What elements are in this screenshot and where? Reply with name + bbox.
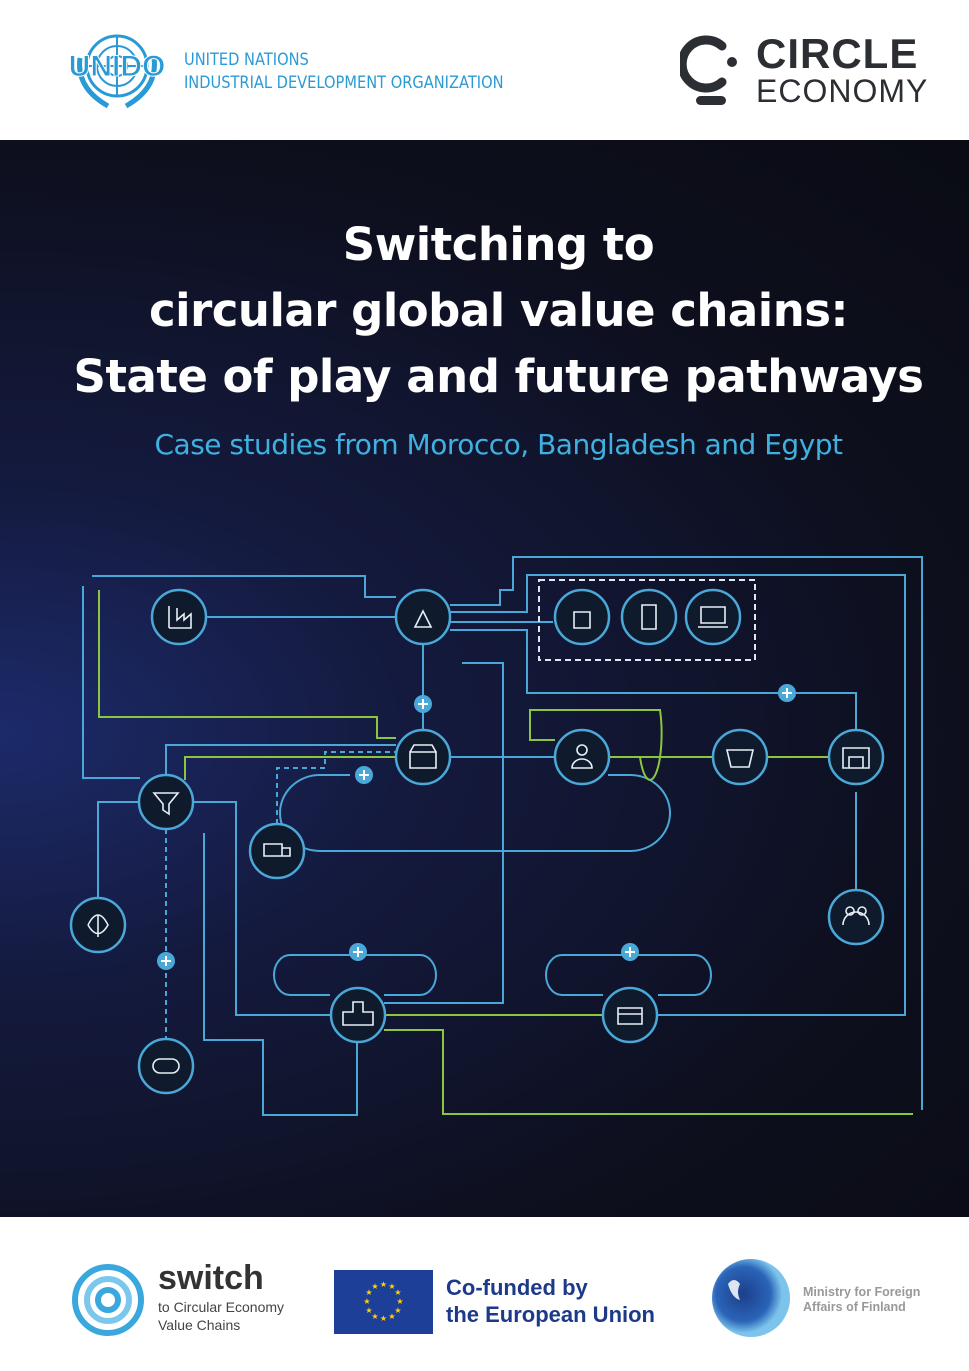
unido-name: UNITED NATIONS INDUSTRIAL DEVELOPMENT OR…	[184, 49, 504, 95]
svg-text:★: ★	[365, 1288, 372, 1297]
svg-text:★: ★	[394, 1288, 401, 1297]
unido-line1: UNITED NATIONS	[184, 50, 309, 70]
plus-markers	[157, 684, 796, 970]
svg-text:★: ★	[388, 1282, 395, 1291]
header: UNIDO UNITED NATIONS INDUSTRIAL DEVELOPM…	[0, 0, 969, 140]
eu-line2: the European Union	[446, 1302, 655, 1327]
title-line-3: State of play and future pathways	[73, 350, 924, 403]
svg-text:★: ★	[388, 1312, 395, 1321]
svg-text:★: ★	[371, 1282, 378, 1291]
cover-artwork	[0, 140, 969, 1217]
unido-line2: INDUSTRIAL DEVELOPMENT ORGANIZATION	[184, 73, 504, 93]
switch-name: switch to Circular Economy Value Chains	[158, 1258, 284, 1334]
blue-flows	[82, 556, 923, 1116]
svg-text:★: ★	[363, 1297, 370, 1306]
unido-emblem-icon: UNIDO	[68, 34, 166, 109]
svg-text:★: ★	[371, 1312, 378, 1321]
svg-text:★: ★	[394, 1306, 401, 1315]
node-glyphs	[87, 604, 870, 1074]
box-cycle-node-icon	[601, 986, 659, 1044]
svg-text:★: ★	[380, 1314, 387, 1323]
green-flows	[98, 590, 913, 1115]
more-node-icon	[137, 1037, 195, 1095]
svg-text:★: ★	[365, 1306, 372, 1315]
switch-title: switch	[158, 1259, 264, 1297]
finland-line2: Affairs of Finland	[803, 1300, 906, 1314]
svg-text:UNIDO: UNIDO	[69, 50, 166, 83]
eu-line1: Co-funded by	[446, 1275, 588, 1300]
finland-ministry-name: Ministry for Foreign Affairs of Finland	[803, 1285, 920, 1315]
phone-node-icon	[620, 588, 678, 646]
finland-line1: Ministry for Foreign	[803, 1285, 921, 1299]
svg-text:★: ★	[396, 1297, 403, 1306]
switch-logo-icon	[72, 1264, 144, 1336]
laptop-node-icon	[684, 588, 742, 646]
filter-node-icon	[137, 773, 195, 831]
warehouse-node-icon	[329, 986, 387, 1044]
report-subtitle: Case studies from Morocco, Bangladesh an…	[154, 428, 843, 461]
people-node-icon	[827, 888, 885, 946]
circle-economy-logo-icon	[680, 35, 737, 105]
title-line-2: circular global value chains:	[148, 284, 849, 337]
person-node-icon	[553, 728, 611, 786]
recycle-node-icon	[394, 588, 452, 646]
switch-line1: to Circular Economy	[158, 1299, 285, 1315]
switch-line2: Value Chains	[158, 1317, 241, 1333]
title-line-1: Switching to	[342, 218, 655, 271]
bottles-node-icon	[553, 588, 611, 646]
footer	[0, 1217, 969, 1371]
circle-economy-name: CIRCLE ECONOMY	[756, 30, 929, 109]
finland-ministry-logo-icon	[712, 1259, 790, 1337]
svg-text:★: ★	[380, 1280, 387, 1289]
eu-flag-icon: ★★★★★★★★★★★★	[334, 1270, 433, 1334]
eu-cofunded: Co-funded by the European Union	[446, 1274, 655, 1328]
diagram-nodes	[69, 588, 885, 1095]
basket-node-icon	[711, 728, 769, 786]
report-title: Switching to circular global value chain…	[0, 212, 969, 410]
ce-line2: ECONOMY	[756, 73, 929, 109]
ce-line1: CIRCLE	[756, 30, 919, 77]
store-node-icon	[394, 728, 452, 786]
factory-node-icon	[150, 588, 208, 646]
truck-node-icon	[248, 822, 306, 880]
